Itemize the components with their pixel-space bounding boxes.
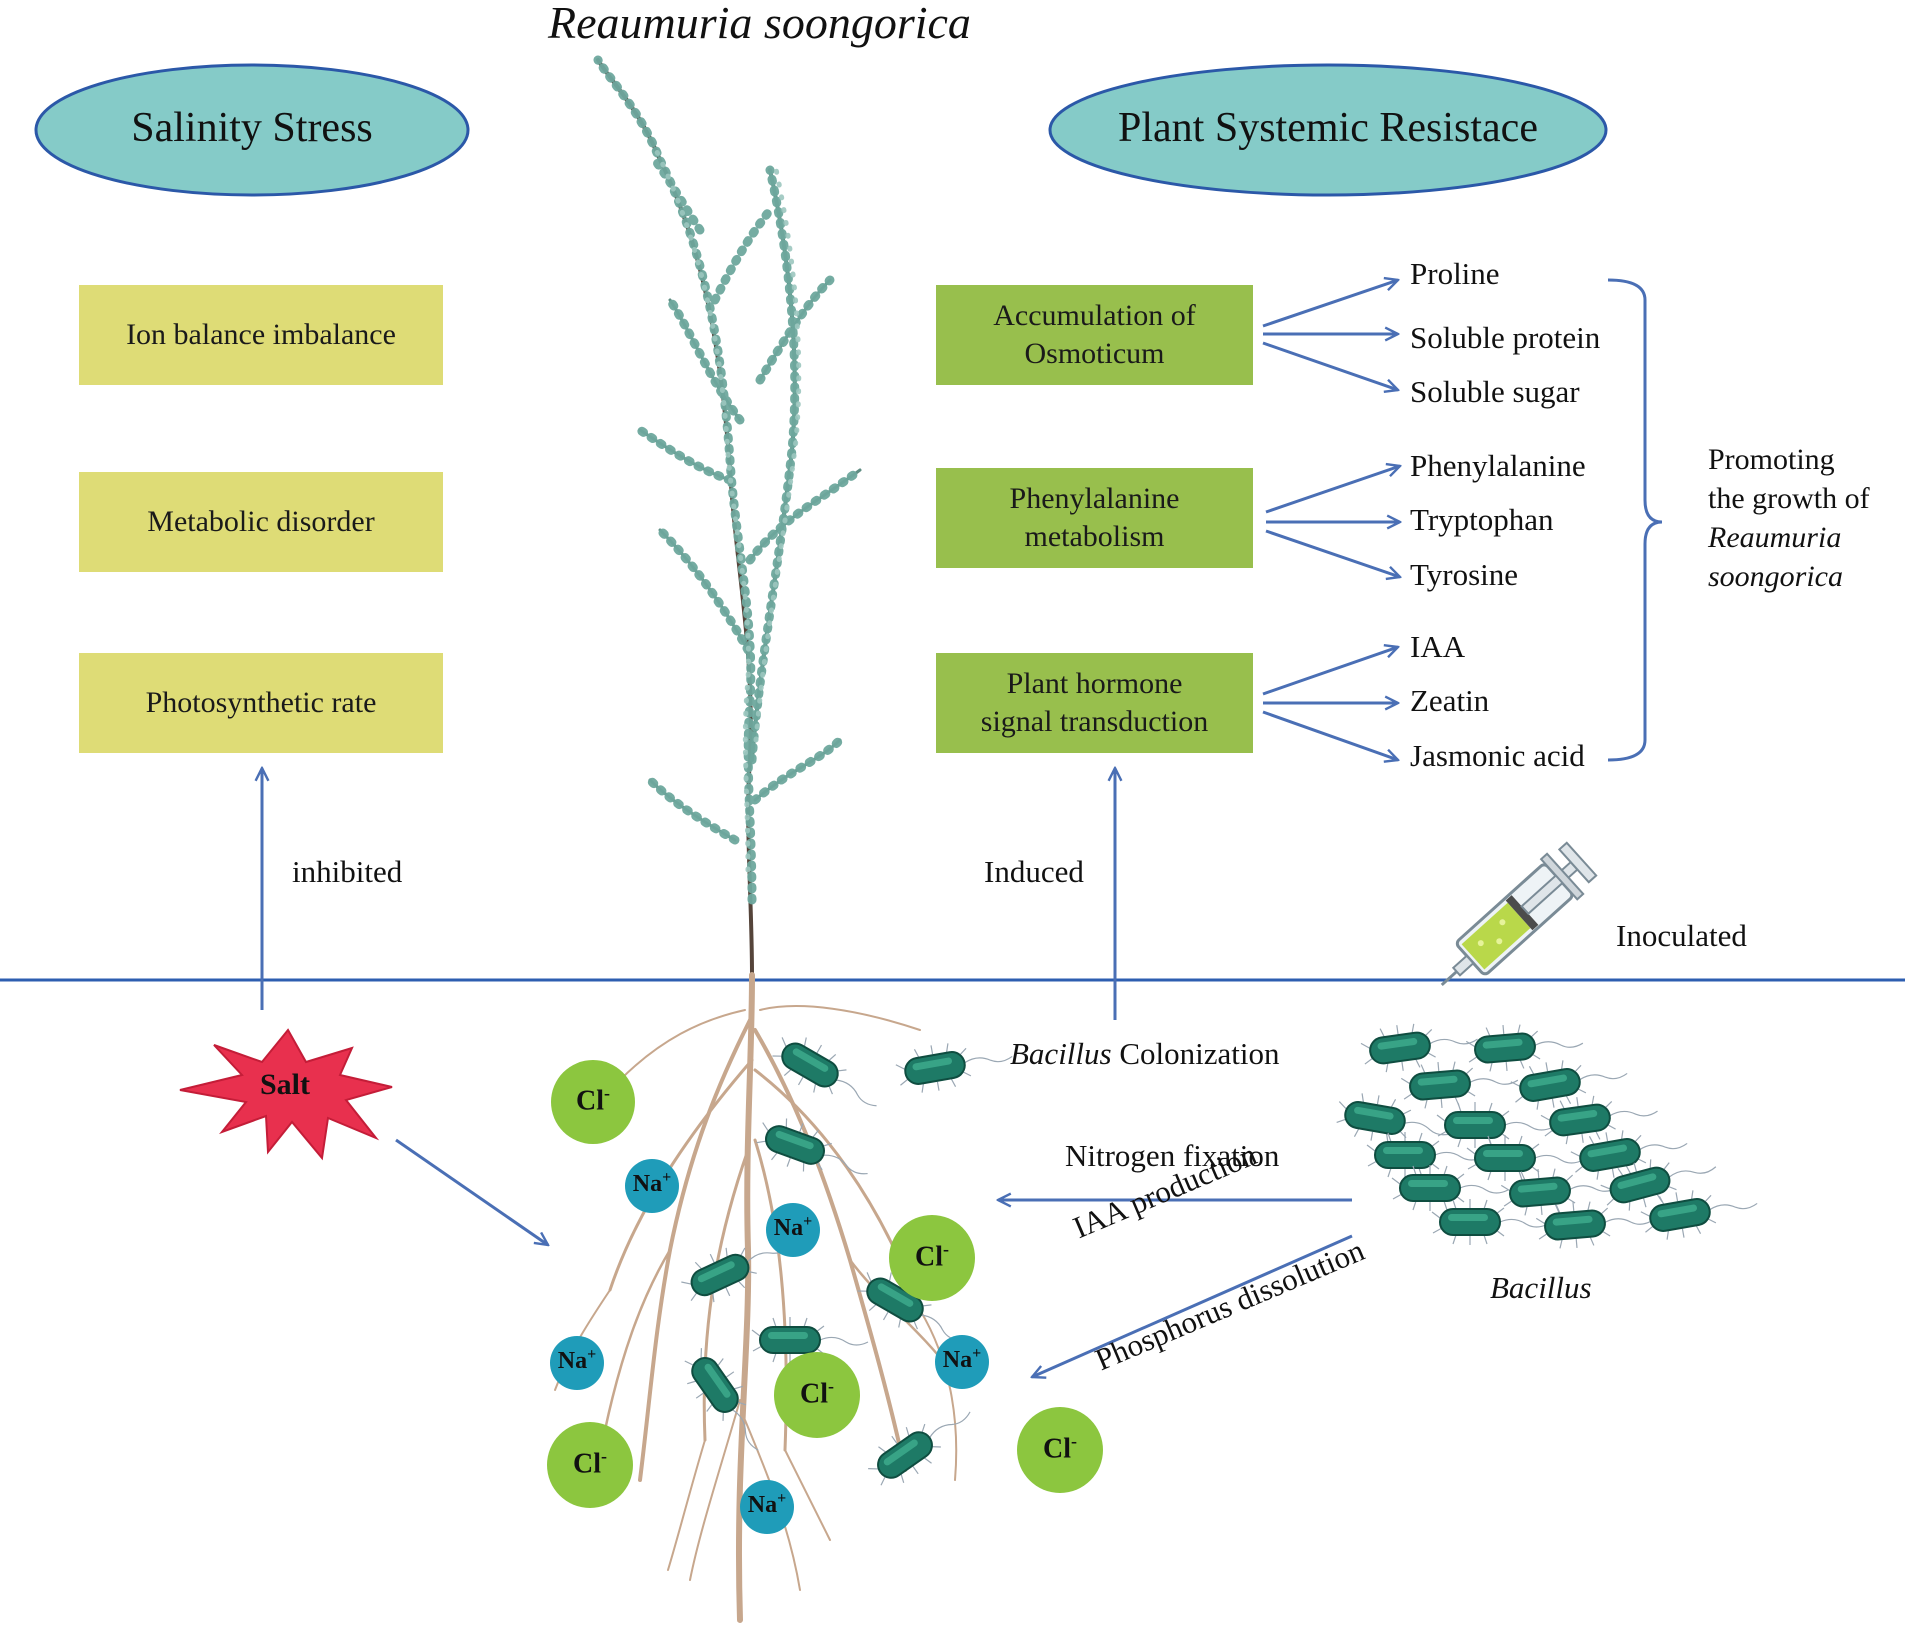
- metabolic-disorder-box: Metabolic disorder: [79, 472, 443, 572]
- phenylalanine-box: Phenylalanine metabolism: [936, 468, 1253, 568]
- item-phenylalanine: Phenylalanine: [1410, 448, 1586, 483]
- colonization-text: Colonization: [1111, 1036, 1280, 1071]
- phenylalanine-line2: metabolism: [1024, 520, 1165, 553]
- cl-charge: -: [828, 1376, 834, 1396]
- salinity-stress-ellipse: [34, 63, 470, 197]
- summary-line4: soongorica: [1708, 560, 1843, 593]
- item-soluble-sugar: Soluble sugar: [1410, 374, 1580, 409]
- osmoticum-line2: Osmoticum: [1024, 337, 1165, 370]
- sodium-ions: [550, 1159, 989, 1534]
- na-symbol: Na: [632, 1171, 663, 1197]
- colonization-label: Bacillus Colonization: [1010, 1036, 1280, 1072]
- sodium-ion-label: Na+: [737, 1490, 797, 1519]
- item-tryptophan: Tryptophan: [1410, 502, 1554, 537]
- cl-symbol: Cl: [573, 1448, 601, 1480]
- item-proline: Proline: [1410, 256, 1500, 291]
- title-species: soongorica: [763, 0, 971, 48]
- cl-charge: -: [1071, 1431, 1077, 1451]
- cl-charge: -: [601, 1446, 607, 1466]
- chloride-ion-label: Cl-: [787, 1376, 847, 1410]
- cl-symbol: Cl: [1043, 1433, 1071, 1465]
- summary-line2: the growth of: [1708, 482, 1870, 515]
- syringe-icon: [1440, 841, 1598, 987]
- cl-symbol: Cl: [915, 1241, 943, 1273]
- phenylalanine-arrows: [1265, 466, 1400, 577]
- chloride-ion-label: Cl-: [1030, 1431, 1090, 1465]
- iaa-phosphorus-arrow: [1032, 1234, 1353, 1377]
- phenylalanine-line1: Phenylalanine: [1009, 482, 1180, 515]
- plant-resistance-header: Plant Systemic Resistace: [1118, 105, 1538, 151]
- hormone-line2: signal transduction: [980, 705, 1209, 738]
- item-tyrosine: Tyrosine: [1410, 557, 1519, 592]
- ion-imbalance-box: Ion balance imbalance: [79, 285, 443, 385]
- item-jasmonic-acid: Jasmonic acid: [1410, 738, 1585, 773]
- chloride-ion-label: Cl-: [902, 1239, 962, 1273]
- chloride-ion-label: Cl-: [560, 1446, 620, 1480]
- cl-symbol: Cl: [800, 1378, 828, 1410]
- chloride-ion-label: Cl-: [563, 1083, 623, 1117]
- photosynthetic-rate-label: Photosynthetic rate: [145, 686, 377, 719]
- cl-symbol: Cl: [576, 1085, 604, 1117]
- summary-line3: Reaumuria: [1708, 521, 1842, 554]
- cl-charge: -: [604, 1083, 610, 1103]
- na-charge: +: [587, 1346, 597, 1363]
- na-symbol: Na: [773, 1215, 804, 1241]
- salt-label: Salt: [259, 1068, 310, 1101]
- nitrogen-fixation-label: Nitrogen fixation: [1065, 1138, 1280, 1173]
- summary-brace: [1607, 278, 1663, 762]
- na-charge: +: [972, 1345, 982, 1362]
- sodium-ion-label: Na+: [622, 1169, 682, 1198]
- inhibited-label: inhibited: [292, 854, 403, 889]
- salt-arrow: [395, 1138, 548, 1245]
- salt-star: [179, 1028, 393, 1161]
- bacillus-cluster: [1332, 1013, 1762, 1253]
- sodium-ion-label: Na+: [763, 1213, 823, 1242]
- na-charge: +: [803, 1213, 813, 1230]
- sodium-ion-label: Na+: [932, 1345, 992, 1374]
- na-symbol: Na: [747, 1492, 778, 1518]
- induced-label: Induced: [984, 854, 1084, 889]
- osmoticum-box: Accumulation of Osmoticum: [936, 285, 1253, 385]
- na-symbol: Na: [557, 1348, 588, 1374]
- hormone-line1: Plant hormone: [1006, 667, 1183, 700]
- cl-charge: -: [943, 1239, 949, 1259]
- plant-resistance-ellipse: [1048, 63, 1608, 197]
- colonization-genus: Bacillus: [1010, 1036, 1112, 1071]
- salinity-stress-header: Salinity Stress: [131, 105, 373, 151]
- item-soluble-protein: Soluble protein: [1410, 320, 1601, 355]
- hormone-arrows: [1262, 647, 1398, 760]
- item-iaa: IAA: [1410, 629, 1466, 664]
- na-symbol: Na: [942, 1347, 973, 1373]
- inoculated-label: Inoculated: [1616, 918, 1747, 953]
- chloride-ions: [547, 1060, 1103, 1508]
- na-charge: +: [662, 1169, 672, 1186]
- osmoticum-arrows: [1262, 280, 1398, 390]
- summary-line1: Promoting: [1708, 443, 1835, 476]
- photosynthetic-rate-box: Photosynthetic rate: [79, 653, 443, 753]
- plant-shoot-illustration: [593, 55, 865, 977]
- na-charge: +: [777, 1490, 787, 1507]
- sodium-ion-label: Na+: [547, 1346, 607, 1375]
- diagram-title: Reaumuria soongorica: [548, 0, 971, 49]
- hormone-box: Plant hormone signal transduction: [936, 653, 1253, 753]
- ion-imbalance-label: Ion balance imbalance: [126, 318, 396, 351]
- metabolic-disorder-label: Metabolic disorder: [147, 505, 375, 538]
- osmoticum-line1: Accumulation of: [993, 299, 1196, 332]
- title-genus: Reaumuria: [548, 0, 753, 48]
- growth-summary: Promoting the growth of Reaumuria soongo…: [1708, 440, 1870, 596]
- bacillus-label: Bacillus: [1490, 1270, 1592, 1305]
- item-zeatin: Zeatin: [1410, 683, 1490, 718]
